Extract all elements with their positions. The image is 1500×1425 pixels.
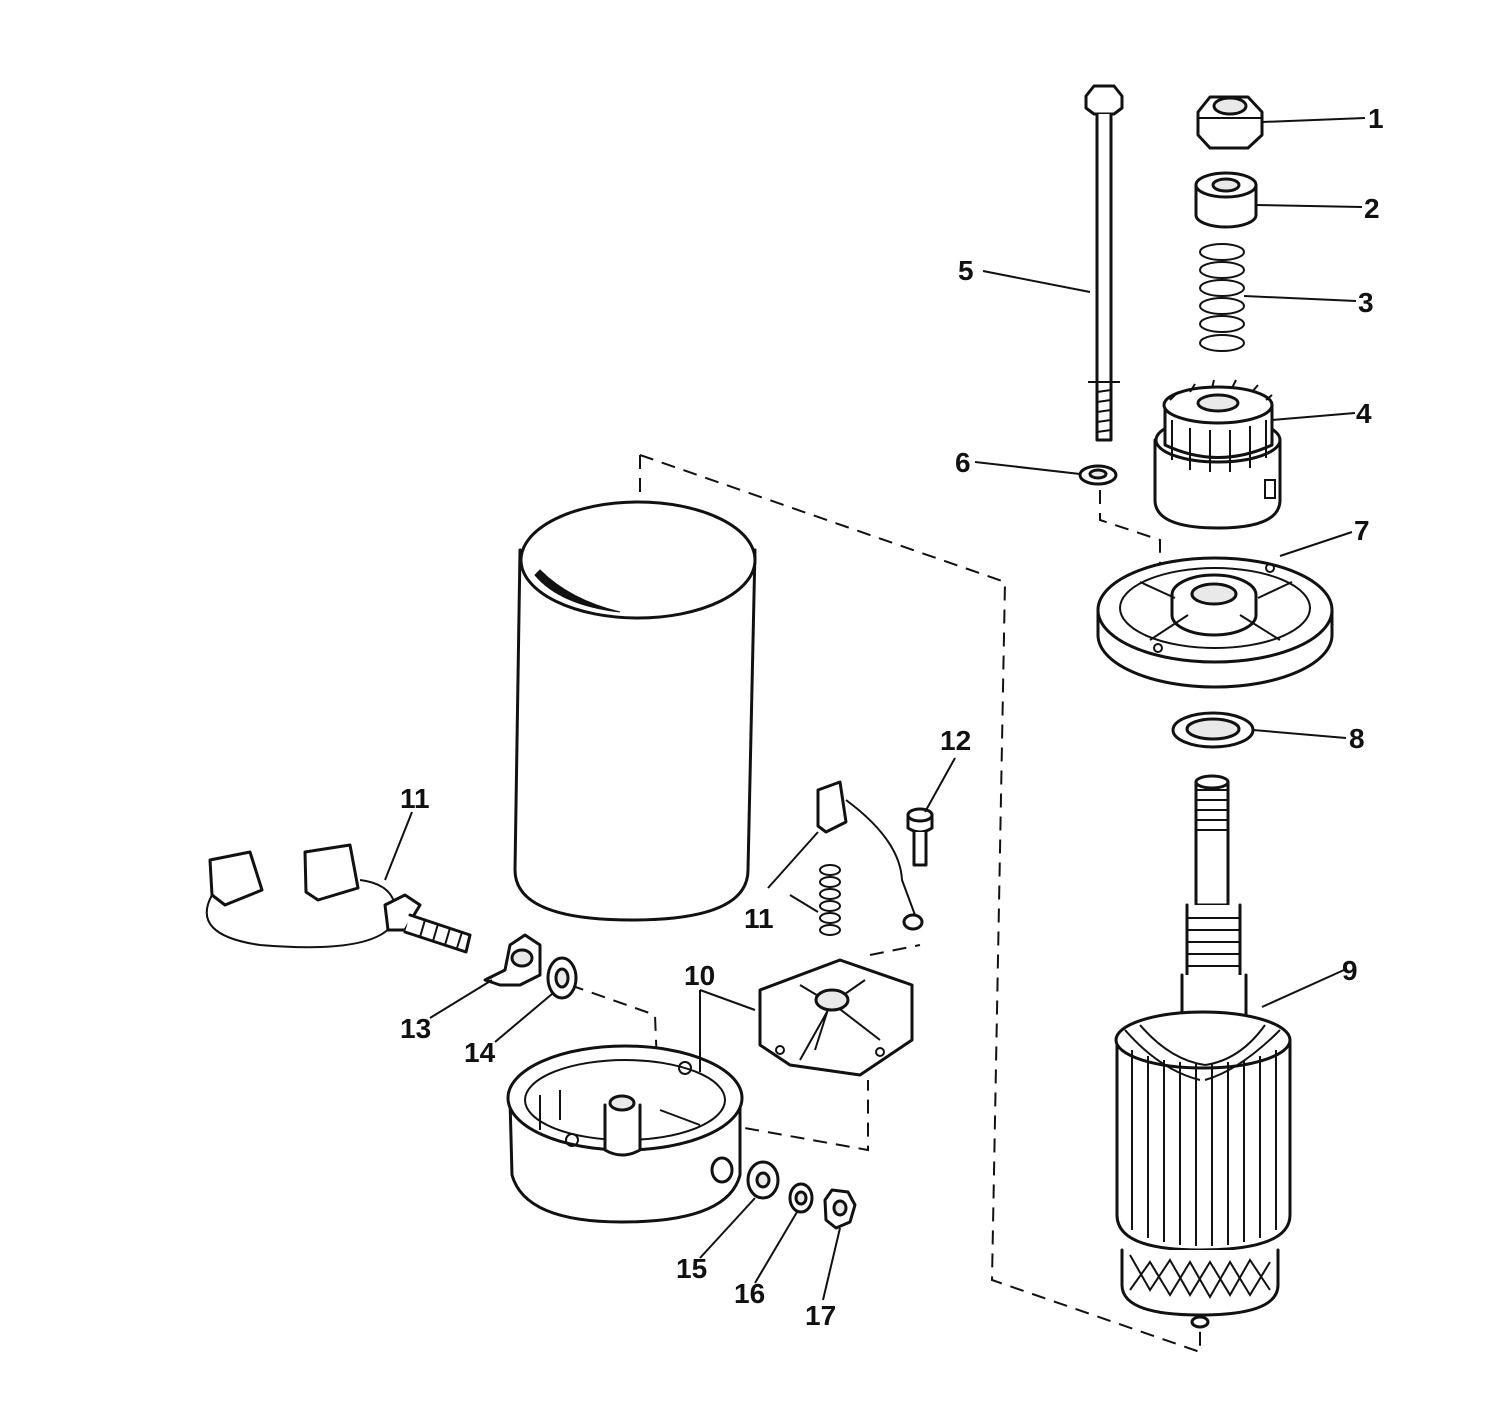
callout-17: 17	[805, 1300, 836, 1331]
part-10-brush-holder	[758, 958, 914, 1077]
callout-9: 9	[1342, 955, 1358, 986]
part-12-screw	[906, 807, 934, 867]
part-2-collar	[1194, 171, 1258, 229]
callout-labels: 1 2 3 4 5 6 7 8 9 10 11 11 12 13 14 15 1…	[400, 103, 1384, 1331]
part-7-end-head	[1096, 556, 1334, 689]
part-4-drive-pinion	[1153, 379, 1282, 530]
callout-14: 14	[464, 1037, 496, 1068]
callout-16: 16	[734, 1278, 765, 1309]
part-13-insulator	[483, 933, 542, 987]
callout-1: 1	[1368, 103, 1384, 134]
callout-4: 4	[1356, 398, 1372, 429]
callout-8: 8	[1349, 723, 1365, 754]
part-3-spring	[1199, 243, 1245, 352]
callout-2: 2	[1364, 193, 1380, 224]
callout-15: 15	[676, 1253, 707, 1284]
field-frame-housing	[513, 500, 757, 922]
callout-12: 12	[940, 725, 971, 756]
callout-3: 3	[1358, 287, 1374, 318]
part-1-hex-nut	[1196, 95, 1264, 150]
part-17-nut	[823, 1188, 857, 1230]
part-15-washer	[746, 1160, 780, 1200]
part-5-through-bolt	[1084, 84, 1124, 442]
callout-7: 7	[1354, 515, 1370, 546]
callout-11-left: 11	[400, 783, 430, 814]
callout-5: 5	[958, 255, 974, 286]
part-8-thrust-washer	[1171, 711, 1255, 749]
commutator-end-cap	[506, 1044, 744, 1224]
callout-11-right: 11	[744, 903, 774, 934]
callout-10: 10	[684, 960, 715, 991]
part-9-armature	[1114, 774, 1292, 1329]
part-11-brush-and-spring-right	[816, 780, 924, 936]
part-6-washer	[1078, 464, 1118, 486]
part-14-washer	[546, 956, 578, 1000]
callout-6: 6	[955, 447, 971, 478]
part-11-brush-set-left	[205, 843, 472, 954]
callout-13: 13	[400, 1013, 431, 1044]
part-16-lock-washer	[788, 1182, 814, 1214]
callout-leader-lines	[384, 117, 1366, 1301]
